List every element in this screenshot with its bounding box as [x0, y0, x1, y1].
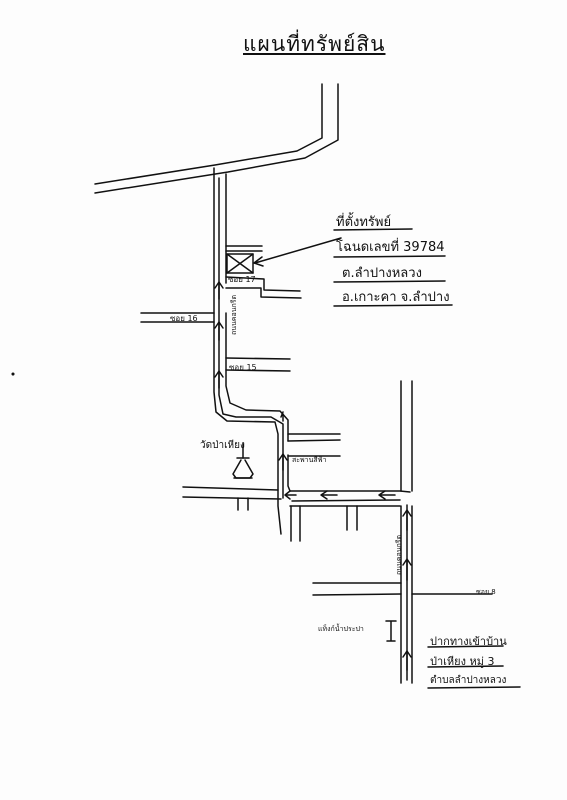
- arrow-10: [214, 321, 224, 341]
- road-top-north: [94, 83, 323, 185]
- arrow-9: [214, 370, 224, 389]
- arrow-6: [284, 490, 297, 500]
- road-lower-north: [182, 486, 411, 493]
- note-underline-2: [333, 255, 446, 258]
- property-side-lines: [225, 245, 263, 252]
- arrow-7: [278, 453, 288, 471]
- water-tank-label: แท็งก์น้ำประปา: [318, 625, 364, 633]
- lane-west: [213, 167, 282, 535]
- property-note-line3: ต.ลำปางหลวง: [342, 266, 422, 281]
- soi-15-road: [225, 357, 291, 372]
- entrance-label-line1: ปากทางเข้าบ้าน: [430, 635, 507, 648]
- soi-16-label: ซอย 16: [170, 314, 198, 323]
- soi-8-road: [312, 582, 493, 596]
- property-box-x: [226, 253, 254, 274]
- note-pointer-arrow: [253, 237, 342, 267]
- entrance-label-line3: ตำบลลำปางหลวง: [430, 675, 507, 686]
- note-underline-4: [333, 304, 453, 307]
- property-note-line4: อ.เกาะคา จ.ลำปาง: [342, 290, 450, 305]
- road-lower-south: [182, 496, 401, 502]
- entrance-underline-2: [427, 665, 504, 668]
- arrow-5: [320, 490, 338, 500]
- arrow-8: [280, 411, 284, 422]
- spur-2: [290, 505, 301, 542]
- arrow-2: [402, 558, 412, 581]
- bridge-label: สะพานสีฟ้า: [292, 456, 327, 464]
- soi-8-label: ซอย 8: [476, 588, 496, 596]
- entrance-underline-3: [427, 686, 521, 689]
- note-underline-3: [333, 280, 446, 283]
- soi-17-label: ซอย 17: [228, 275, 256, 284]
- soi-16-road: [140, 312, 215, 323]
- lane-east: [225, 173, 291, 492]
- spur-1: [237, 497, 249, 511]
- property-note-line1: ที่ตั้งทรัพย์: [336, 215, 392, 230]
- margin-dot: [11, 372, 15, 376]
- lane-inner: [218, 177, 284, 499]
- bridge-road: [287, 433, 341, 442]
- temple-label: วัดป่าเหียง: [200, 440, 245, 451]
- soi-17-road: [225, 276, 302, 299]
- entrance-underline-1: [427, 645, 504, 648]
- road-upper-label: ถนนคอนกรีต: [230, 294, 238, 335]
- arrow-11: [214, 281, 224, 300]
- arrow-4: [378, 490, 396, 500]
- road-top-south: [94, 83, 339, 194]
- property-note-line2: โฉนดเลขที่ 39784: [336, 240, 445, 255]
- map-title: แผนที่ทรัพย์สิน: [243, 32, 386, 56]
- temple-pagoda-icon: [232, 443, 254, 479]
- entrance-label-line2: ป่าเหียง หมู่ 3: [430, 655, 495, 668]
- spur-3: [346, 505, 358, 531]
- arrow-3: [402, 509, 412, 531]
- water-tank-icon: [385, 620, 397, 642]
- property-box: [226, 253, 254, 274]
- soi-15-label: ซอย 15: [229, 363, 257, 372]
- road-lower-label: ถนนคอนกรีต: [395, 534, 403, 575]
- arrow-1: [402, 650, 412, 671]
- note-underline-1: [333, 228, 413, 231]
